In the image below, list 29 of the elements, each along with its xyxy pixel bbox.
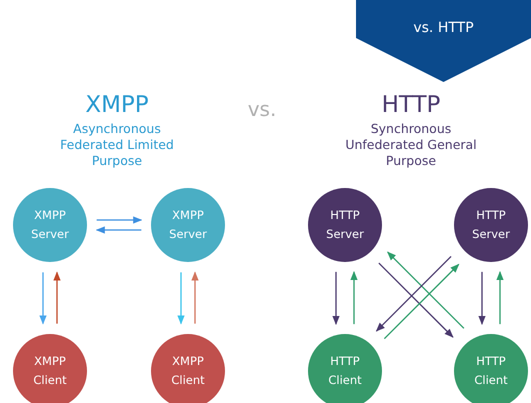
node-label: vs. HTTP — [413, 19, 474, 38]
arrow — [350, 270, 358, 324]
node-label: XMPP Server — [168, 207, 208, 243]
node-label: XMPP Client — [32, 353, 68, 389]
arrow — [376, 256, 452, 332]
arrow — [496, 270, 504, 324]
arrow — [378, 262, 454, 338]
node-label: HTTP Server — [325, 207, 365, 243]
node-label: XMPP Server — [30, 207, 70, 243]
arrow — [478, 272, 486, 326]
node-label: XMPP Client — [170, 353, 206, 389]
node-label: HTTP Server — [471, 207, 511, 243]
node-label: HTTP Client — [327, 353, 363, 389]
arrow — [53, 271, 61, 324]
arrow — [96, 226, 142, 234]
heading-text: HTTP — [380, 93, 442, 118]
arrow — [384, 264, 460, 340]
arrow — [39, 272, 47, 325]
arrow — [387, 251, 464, 329]
arrow — [332, 272, 340, 326]
subtitle-text: Asynchronous Federated Limited Purpose — [59, 121, 175, 169]
arrow — [191, 271, 199, 324]
node-label: HTTP Client — [473, 353, 509, 389]
arrow — [177, 272, 185, 325]
arrow — [96, 216, 142, 224]
heading-text: XMPP — [84, 93, 150, 118]
banner-shape — [356, 0, 531, 82]
subtitle-text: Synchronous Unfederated General Purpose — [344, 121, 478, 169]
heading-text: vs. — [246, 98, 278, 120]
